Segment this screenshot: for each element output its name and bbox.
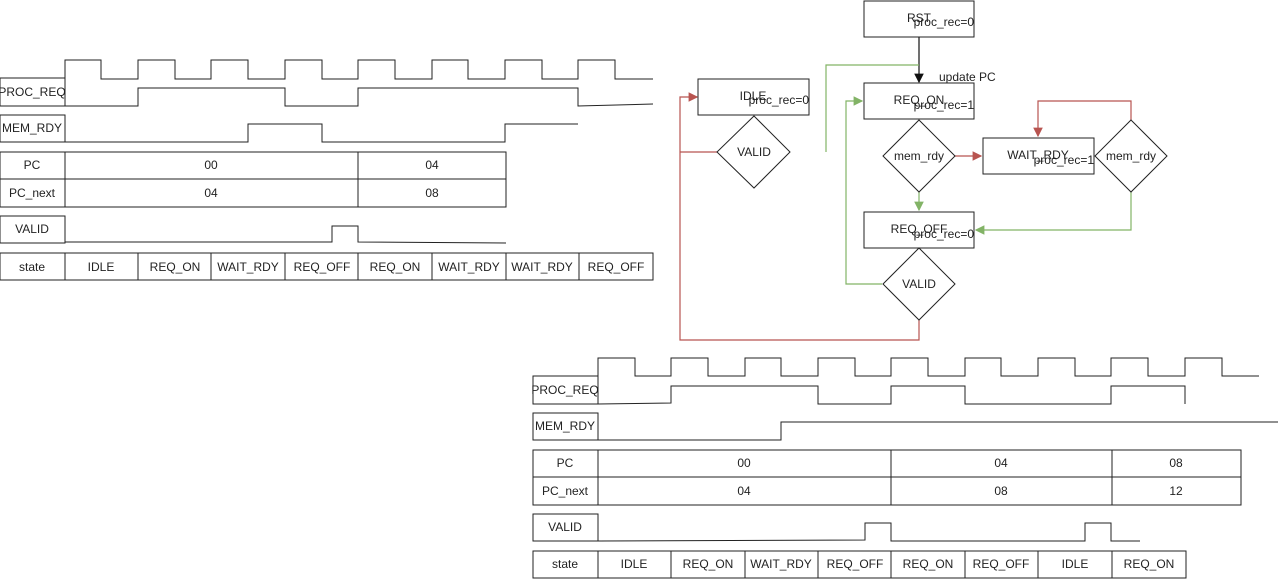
edge-mem-rdy2-to-req-off xyxy=(974,192,1132,235)
state-cell: REQ_ON xyxy=(903,557,954,571)
state-flowchart: RST proc_rec=0 update PC IDLE proc_rec=0… xyxy=(679,0,1168,341)
decision-mem-rdy-1 xyxy=(882,119,956,193)
clock-wave-1 xyxy=(64,59,653,80)
label-box-valid xyxy=(0,215,66,244)
state-cell: REQ_ON xyxy=(1124,557,1175,571)
node-req-on-label: REQ_ON xyxy=(894,93,945,107)
valid-wave-1 xyxy=(65,225,507,244)
node-req-on-sub: proc_rec=1 xyxy=(914,98,975,112)
signal-label-valid: VALID xyxy=(15,222,49,236)
state-cell: REQ_OFF xyxy=(973,557,1030,571)
label-box-proc-req-2 xyxy=(532,375,599,405)
decision-valid-idle-label: VALID xyxy=(737,145,771,159)
clock-wave-2 xyxy=(597,357,1259,377)
timing-diagram-2: PROC_REQ MEM_RDY PC PC_next 00 04 08 04 … xyxy=(531,357,1278,579)
node-rst xyxy=(863,0,975,38)
state-cell: REQ_ON xyxy=(683,557,734,571)
label-box-proc-req xyxy=(0,77,66,107)
signal-label-proc-req-2: PROC_REQ xyxy=(531,383,598,397)
state-cell: WAIT_RDY xyxy=(750,557,812,571)
node-idle-sub: proc_rec=0 xyxy=(749,93,810,107)
node-wait-rdy-label: WAIT_RDY xyxy=(1007,148,1069,162)
state-cell: REQ_ON xyxy=(370,260,421,274)
node-idle-label: IDLE xyxy=(740,89,767,103)
pc-next-value: 08 xyxy=(994,484,1008,498)
pc-value: 04 xyxy=(425,158,439,172)
signal-label-mem-rdy-2: MEM_RDY xyxy=(535,419,595,433)
signal-label-pc: PC xyxy=(24,158,41,172)
label-box-valid-2 xyxy=(532,513,599,542)
node-rst-sub: proc_rec=0 xyxy=(914,15,975,29)
state-cell: REQ_OFF xyxy=(294,260,351,274)
decision-valid-off-label: VALID xyxy=(902,277,936,291)
signal-label-state: state xyxy=(19,260,45,274)
state-cell: WAIT_RDY xyxy=(438,260,500,274)
state-cell: WAIT_RDY xyxy=(217,260,279,274)
signal-label-valid-2: VALID xyxy=(548,520,582,534)
pc-next-value: 04 xyxy=(204,186,218,200)
state-cell: REQ_ON xyxy=(150,260,201,274)
state-cell: REQ_OFF xyxy=(827,557,884,571)
node-wait-rdy-sub: proc_rec=1 xyxy=(1034,153,1095,167)
node-req-off-label: REQ_OFF xyxy=(891,222,948,236)
decision-valid-off xyxy=(882,247,956,321)
edge-valid-to-idle xyxy=(679,92,920,341)
mem-rdy-wave-1 xyxy=(65,123,578,143)
signal-label-pc-next-2: PC_next xyxy=(542,484,589,498)
update-pc-label: update PC xyxy=(939,70,996,84)
node-req-off-sub: proc_rec=0 xyxy=(914,227,975,241)
decision-mem-rdy-1-label: mem_rdy xyxy=(894,149,944,163)
pc-value: 00 xyxy=(737,456,751,470)
pc-value: 04 xyxy=(994,456,1008,470)
signal-label-pc-2: PC xyxy=(557,456,574,470)
state-cell: REQ_OFF xyxy=(588,260,645,274)
signal-label-proc-req: PROC_REQ xyxy=(0,85,66,99)
signal-label-state-2: state xyxy=(552,557,578,571)
node-rst-label: RST xyxy=(907,11,932,25)
node-idle xyxy=(697,78,810,116)
timing-diagram-1: PROC_REQ MEM_RDY PC PC_next 00 04 04 08 … xyxy=(0,59,654,281)
decision-mem-rdy-2-label: mem_rdy xyxy=(1106,149,1156,163)
state-cell: WAIT_RDY xyxy=(511,260,573,274)
decision-valid-idle xyxy=(716,115,791,189)
state-table-2 xyxy=(532,550,1187,579)
state-cell: IDLE xyxy=(621,557,648,571)
pc-value: 08 xyxy=(1169,456,1183,470)
decision-mem-rdy-2 xyxy=(1094,119,1168,193)
pc-next-value: 12 xyxy=(1169,484,1183,498)
mem-rdy-wave-2 xyxy=(598,421,1278,441)
edge-valid-off-to-req-on xyxy=(845,96,882,285)
state-cell: IDLE xyxy=(88,260,115,274)
edge-mem-rdy2-to-wait xyxy=(1033,100,1132,138)
state-cell: IDLE xyxy=(1062,557,1089,571)
pc-next-value: 04 xyxy=(737,484,751,498)
signal-label-pc-next: PC_next xyxy=(9,186,56,200)
valid-wave-2 xyxy=(597,522,1140,542)
signal-label-mem-rdy: MEM_RDY xyxy=(2,121,62,135)
pc-next-value: 08 xyxy=(425,186,439,200)
label-box-mem-rdy xyxy=(0,114,66,143)
node-req-on xyxy=(863,82,975,120)
proc-req-wave-1 xyxy=(65,87,654,107)
edge-valid-to-req-on xyxy=(825,64,919,152)
node-wait-rdy xyxy=(982,137,1095,175)
pc-value: 00 xyxy=(204,158,218,172)
proc-req-wave-2 xyxy=(597,385,1186,405)
state-table-1 xyxy=(0,252,654,281)
label-box-mem-rdy-2 xyxy=(532,412,599,441)
